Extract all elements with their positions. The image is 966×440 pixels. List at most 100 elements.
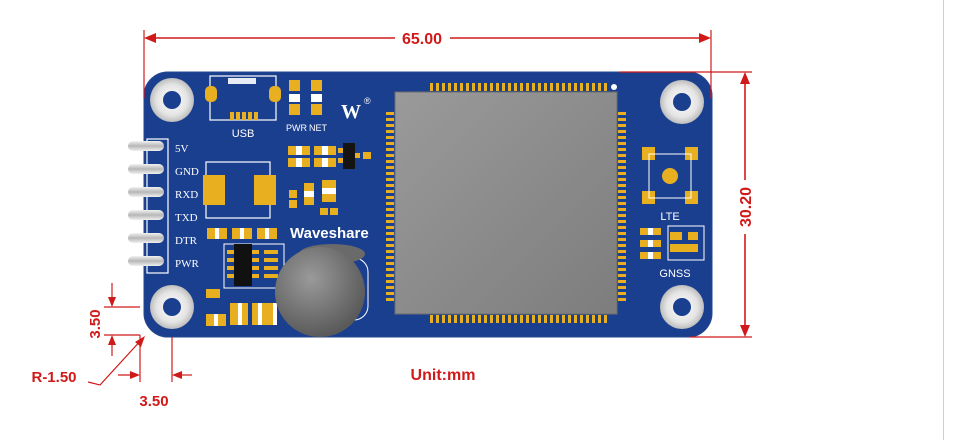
module-pad (386, 250, 394, 253)
module-pad (386, 256, 394, 259)
module-pad (598, 315, 601, 323)
module-pad (592, 315, 595, 323)
module-pad (386, 130, 394, 133)
module-pad (618, 148, 626, 151)
module-pad (618, 232, 626, 235)
module-pad (430, 83, 433, 91)
pin-label-rxd: RXD (175, 189, 198, 201)
smd-components-middle (288, 143, 371, 215)
module-pad (586, 83, 589, 91)
module-pad (618, 130, 626, 133)
module-pad (386, 214, 394, 217)
mounting-hole-top-left (150, 78, 194, 122)
module-pad (386, 202, 394, 205)
gnss-label: GNSS (659, 268, 690, 280)
module-pad (556, 315, 559, 323)
module-pad (478, 315, 481, 323)
module-pad (386, 118, 394, 121)
module-pad (604, 315, 607, 323)
module-pad (618, 142, 626, 145)
horizontal-hole-offset-label: 3.50 (139, 393, 168, 410)
waveshare-logo-icon: W (341, 101, 361, 123)
power-component (203, 161, 276, 219)
module-pad (618, 238, 626, 241)
module-pad (442, 315, 445, 323)
module-pad (556, 83, 559, 91)
unit-label: Unit:mm (411, 367, 476, 384)
module-pad (448, 315, 451, 323)
module-pad (484, 315, 487, 323)
module-pad (386, 220, 394, 223)
pin-label-pwr: PWR (175, 258, 200, 270)
module-pad (526, 83, 529, 91)
corner-radius-label: R-1.50 (31, 369, 76, 386)
mounting-hole-bottom-left (150, 285, 194, 329)
cellular-module (394, 84, 618, 315)
width-dimension-label: 65.00 (402, 31, 442, 48)
module-pad (454, 83, 457, 91)
module-pad (618, 286, 626, 289)
status-leds (289, 80, 322, 115)
module-pad (618, 166, 626, 169)
module-pad (538, 83, 541, 91)
module-pad (520, 315, 523, 323)
module-pad (618, 262, 626, 265)
module-pad (490, 83, 493, 91)
module-pad (460, 83, 463, 91)
module-pad (386, 154, 394, 157)
module-pad (568, 83, 571, 91)
module-pad (618, 250, 626, 253)
mounting-hole-bottom-right (660, 285, 704, 329)
module-pad (580, 315, 583, 323)
frame-divider (943, 0, 944, 440)
lte-antenna-connector (642, 147, 698, 204)
module-pad (386, 166, 394, 169)
module-pad (386, 190, 394, 193)
module-pad (502, 83, 505, 91)
module-pad (618, 274, 626, 277)
smd-components-bottom (206, 289, 277, 326)
pwr-led-label: PWR (286, 123, 307, 133)
module-pad (386, 244, 394, 247)
module-pad (466, 83, 469, 91)
module-pad (514, 315, 517, 323)
module-pad (618, 112, 626, 115)
module-pad (520, 83, 523, 91)
module-pad (386, 232, 394, 235)
module-pad (618, 268, 626, 271)
module-pad (618, 202, 626, 205)
module-pad (386, 298, 394, 301)
module-pad (386, 196, 394, 199)
module-pad (460, 315, 463, 323)
brand-text: Waveshare (290, 225, 369, 242)
module-pad (386, 280, 394, 283)
capacitor-row (207, 228, 277, 239)
module-pad (496, 315, 499, 323)
module-pad (496, 83, 499, 91)
module-pad (604, 83, 607, 91)
module-pad (386, 208, 394, 211)
module-pad (502, 315, 505, 323)
hole-offset-dimensions (87, 283, 192, 386)
module-pad (532, 83, 535, 91)
module-pads (386, 83, 626, 323)
module-pad (386, 238, 394, 241)
module-pad (538, 315, 541, 323)
module-pad (618, 226, 626, 229)
module-pad (386, 226, 394, 229)
buzzer (275, 244, 369, 337)
module-pad (618, 208, 626, 211)
registered-mark: ® (364, 96, 371, 106)
lte-label: LTE (660, 211, 679, 223)
module-pad (562, 83, 565, 91)
module-pad (618, 214, 626, 217)
module-pad (386, 178, 394, 181)
module-pad (618, 196, 626, 199)
module-pad (550, 315, 553, 323)
module-pad (386, 274, 394, 277)
height-dimension (620, 71, 752, 338)
pin-header (128, 138, 169, 274)
module-pad (592, 83, 595, 91)
pin-label-txd: TXD (175, 212, 198, 224)
